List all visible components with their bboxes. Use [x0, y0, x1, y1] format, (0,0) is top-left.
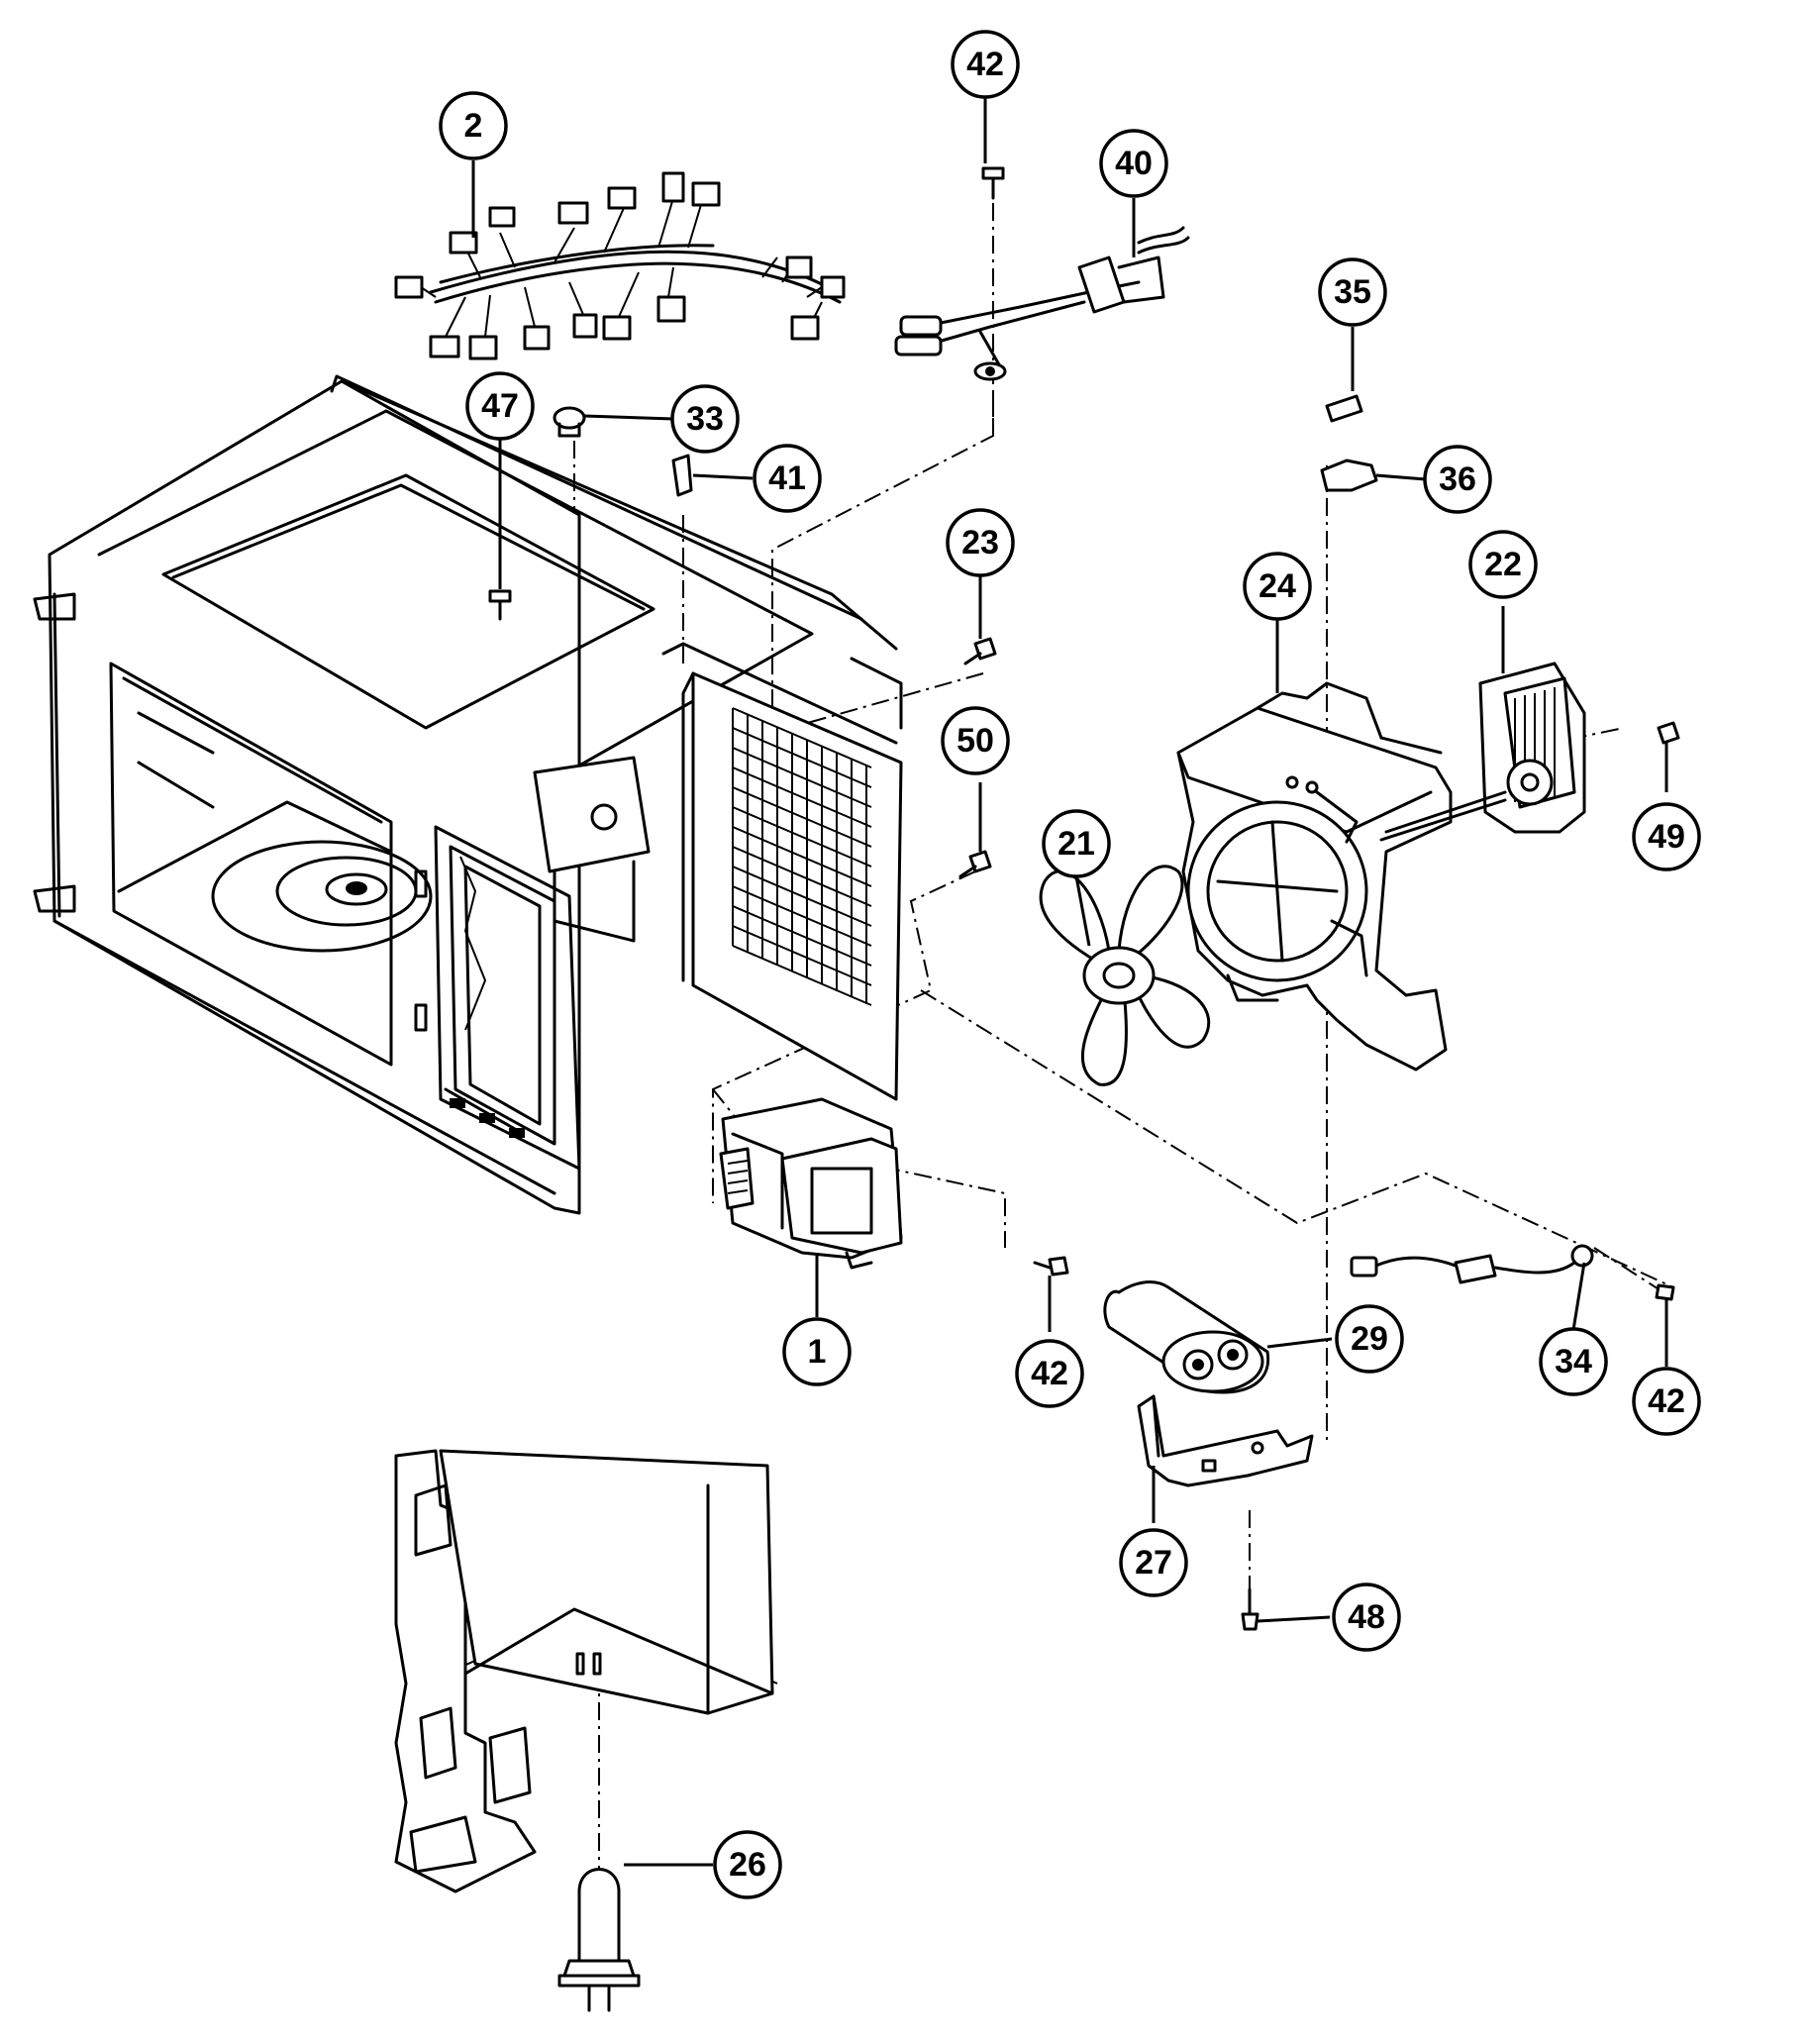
callout-42-top: 42	[951, 30, 1020, 99]
callout-36: 36	[1423, 445, 1492, 514]
callout-22: 22	[1468, 530, 1538, 599]
fan-motor-bracket	[1176, 681, 1453, 1072]
callout-42-right: 42	[1632, 1367, 1701, 1436]
oven-lamp	[557, 1868, 641, 2012]
callout-42-middle: 42	[1015, 1339, 1084, 1408]
svg-text:23: 23	[961, 524, 999, 562]
svg-text:48: 48	[1348, 1598, 1385, 1636]
callout-24: 24	[1243, 552, 1312, 621]
svg-text:36: 36	[1439, 460, 1476, 498]
callout-50: 50	[941, 706, 1010, 775]
svg-text:24: 24	[1259, 567, 1296, 605]
switch-bracket	[394, 1449, 774, 1893]
svg-text:22: 22	[1484, 546, 1522, 583]
callout-35: 35	[1318, 257, 1387, 327]
callouts: 42 40 2 35 47 33 41 36 23 24 22	[439, 30, 1701, 1899]
callout-40: 40	[1099, 129, 1168, 198]
svg-text:40: 40	[1115, 145, 1153, 182]
fan-motor	[1379, 662, 1586, 842]
power-cord	[894, 226, 1190, 381]
svg-text:49: 49	[1648, 818, 1685, 856]
magnetron	[719, 1097, 903, 1270]
svg-text:29: 29	[1351, 1320, 1388, 1358]
callout-27: 27	[1119, 1528, 1188, 1597]
callout-41: 41	[753, 444, 822, 513]
callout-1: 1	[782, 1317, 852, 1386]
svg-text:41: 41	[768, 460, 806, 497]
callout-26: 26	[713, 1830, 782, 1899]
callout-49: 49	[1632, 802, 1701, 871]
oven-cavity	[33, 374, 903, 1215]
wire-harness	[394, 171, 846, 360]
svg-text:42: 42	[1031, 1355, 1068, 1392]
svg-text:26: 26	[729, 1846, 766, 1884]
svg-text:47: 47	[481, 387, 519, 425]
leader-lines	[471, 96, 1668, 1867]
callout-23: 23	[946, 508, 1015, 577]
diode	[1350, 1244, 1594, 1284]
svg-text:50: 50	[957, 722, 994, 760]
callout-48: 48	[1332, 1583, 1401, 1652]
callout-34: 34	[1539, 1327, 1608, 1396]
svg-text:33: 33	[686, 400, 724, 438]
callout-33: 33	[670, 384, 740, 454]
svg-text:21: 21	[1058, 825, 1095, 863]
callout-2: 2	[439, 91, 508, 160]
svg-text:27: 27	[1135, 1544, 1172, 1582]
svg-text:42: 42	[966, 46, 1004, 83]
svg-text:2: 2	[464, 107, 483, 145]
svg-text:1: 1	[808, 1333, 827, 1371]
svg-text:42: 42	[1648, 1382, 1685, 1420]
callout-29: 29	[1335, 1304, 1404, 1374]
svg-text:34: 34	[1555, 1343, 1592, 1380]
capacitor	[1103, 1280, 1270, 1394]
capacitor-bracket	[1137, 1394, 1314, 1487]
hardware	[488, 166, 1680, 1631]
callout-47: 47	[465, 371, 535, 441]
svg-text:35: 35	[1334, 273, 1371, 311]
fan-blade	[1039, 865, 1211, 1086]
callout-21: 21	[1042, 809, 1111, 878]
